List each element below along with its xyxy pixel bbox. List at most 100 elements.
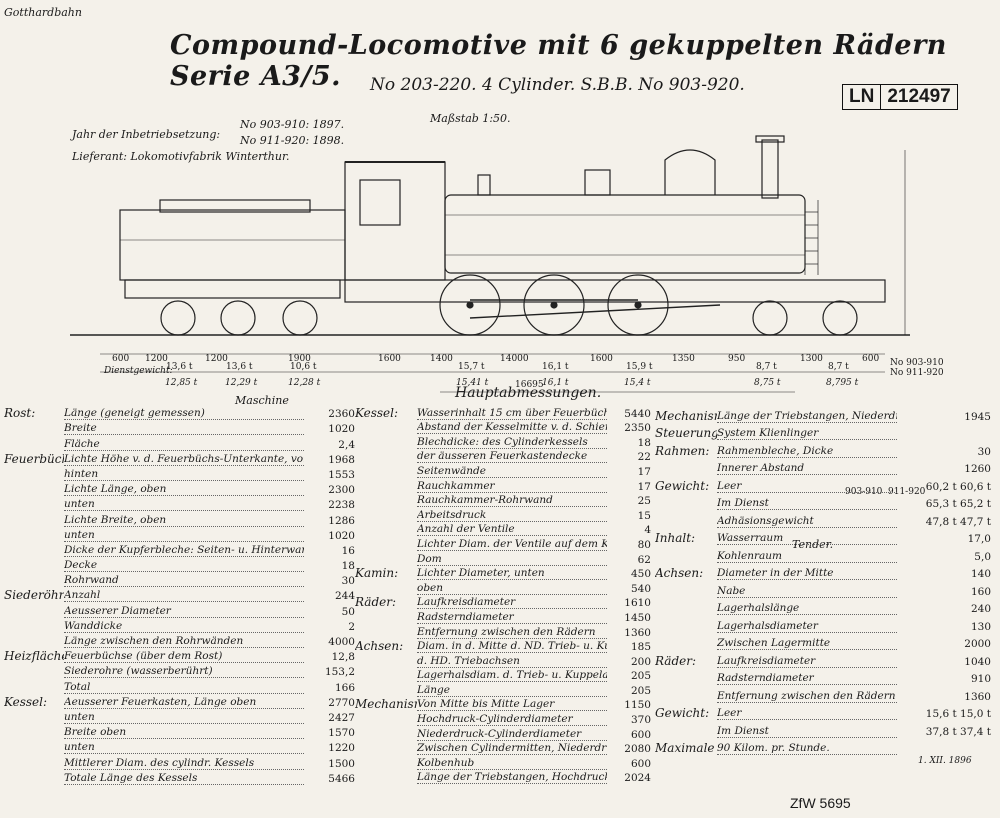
row-text: Wanddicke	[64, 620, 304, 633]
row-value: 62	[637, 553, 651, 566]
row-value: 600	[630, 757, 651, 770]
row-value: 2000	[964, 638, 991, 650]
row-text: Fläche	[64, 438, 304, 451]
row-text: Länge	[417, 684, 607, 697]
table-row: Kessel:Aeusserer Feuerkasten, Länge oben…	[4, 694, 359, 709]
row-section-label: Rost:	[4, 406, 36, 421]
table-row: Zwischen Cylindermitten, Niederdruck 2080	[355, 741, 655, 756]
row-text: Radsterndiameter	[717, 672, 897, 685]
total-length: 16695	[515, 380, 544, 390]
row-value: 65,3 t 65,2 t	[925, 498, 991, 510]
row-text: Im Dienst	[717, 497, 897, 510]
row-text: unten	[64, 741, 304, 755]
row-text: Länge der Triebstangen, Niederdruck	[717, 409, 897, 423]
row-text: unten	[64, 498, 304, 512]
row-value: 17,0	[967, 533, 991, 545]
row-text: Lagerhalslänge	[717, 602, 897, 615]
row-value: 2238	[328, 499, 355, 512]
row-value: 5440	[624, 407, 651, 420]
supplier-label: Lieferant: Lokomotivfabrik Winterthur.	[72, 150, 290, 163]
side-label-1: No 903-910	[890, 358, 944, 368]
lower-weight-8: 8,795 t	[826, 378, 859, 388]
row-value: 2080	[624, 743, 651, 756]
row-section-label: Maximale Fahrgeschwindigkeit:	[655, 741, 717, 755]
row-text: Arbeitsdruck	[417, 509, 607, 522]
row-value: 2	[348, 620, 355, 633]
chimney	[761, 139, 779, 199]
table-row: Innerer Abstand 1260	[655, 458, 995, 475]
table-row: Lagerhalslänge 240	[655, 598, 995, 615]
dim-8: 1600	[590, 354, 613, 364]
side-label-2: No 911-920	[890, 368, 944, 378]
row-value: 1260	[964, 463, 991, 475]
tender-body	[119, 209, 346, 281]
row-value: 240	[970, 603, 991, 615]
year-label: Jahr der Inbetriebsetzung:	[72, 128, 221, 141]
row-value: 1020	[328, 423, 355, 436]
row-value: 244	[334, 590, 355, 603]
row-value: 15,6 t 15,0 t	[925, 708, 991, 720]
date-note: 1. XII. 1896	[918, 756, 972, 766]
row-value: 153,2	[324, 666, 355, 679]
table-column-2: Kessel:Wasserinhalt 15 cm über Feuerbüch…	[355, 405, 655, 785]
row-text: unten	[64, 711, 304, 724]
service-weight-label: Dienstgewicht:	[104, 366, 173, 376]
row-text: Länge (geneigt gemessen)	[64, 407, 304, 421]
row-text: Seitenwände	[417, 465, 607, 478]
row-section-label: Feuerbüchse:	[4, 451, 64, 466]
row-text: Entfernung zwischen den Rädern	[717, 689, 897, 703]
scale-label: Maßstab 1:50.	[430, 112, 511, 125]
ln-stamp-number: 212497	[880, 85, 956, 109]
row-value: 1570	[328, 727, 355, 740]
row-section-label: Steuerung:	[655, 426, 717, 440]
table-row: Wanddicke 2	[4, 618, 359, 633]
row-section-label: Mechanismus:	[655, 408, 717, 423]
row-value: 47,8 t 47,7 t	[925, 515, 991, 528]
dim-12: 600	[862, 354, 880, 364]
ln-stamp-prefix: LN	[849, 86, 875, 107]
row-text: Breite oben	[64, 726, 304, 740]
col3-head-2: 911-920	[888, 487, 926, 497]
row-text: Zwischen Cylindermitten, Niederdruck	[417, 742, 607, 756]
row-text: Niederdruck-Cylinderdiameter	[417, 728, 607, 741]
row-text: Totale Länge des Kessels	[64, 772, 304, 785]
row-value: 2770	[328, 696, 355, 709]
dome	[664, 149, 716, 195]
row-value: 450	[630, 568, 651, 581]
row-text: Diameter in der Mitte	[717, 567, 897, 580]
row-text: Decke	[64, 559, 304, 573]
row-text: Abstand der Kesselmitte v. d. Schienen	[417, 421, 607, 435]
dim-6: 1400	[430, 354, 453, 364]
row-section-label: Kessel:	[4, 694, 48, 709]
row-value: 910	[970, 673, 991, 685]
row-text: Kohlenraum	[717, 550, 897, 563]
table-row: Radsterndiameter 910	[655, 668, 995, 685]
row-text: Radsterndiameter	[417, 611, 607, 624]
row-text: oben	[417, 582, 607, 595]
row-section-label: Achsen:	[655, 566, 704, 580]
boiler	[444, 194, 806, 274]
row-section-label: Kamin:	[355, 566, 399, 581]
table-row: Feuerbüchse:Lichte Höhe v. d. Feuerbüchs…	[4, 451, 359, 466]
row-text: Innerer Abstand	[717, 462, 897, 475]
